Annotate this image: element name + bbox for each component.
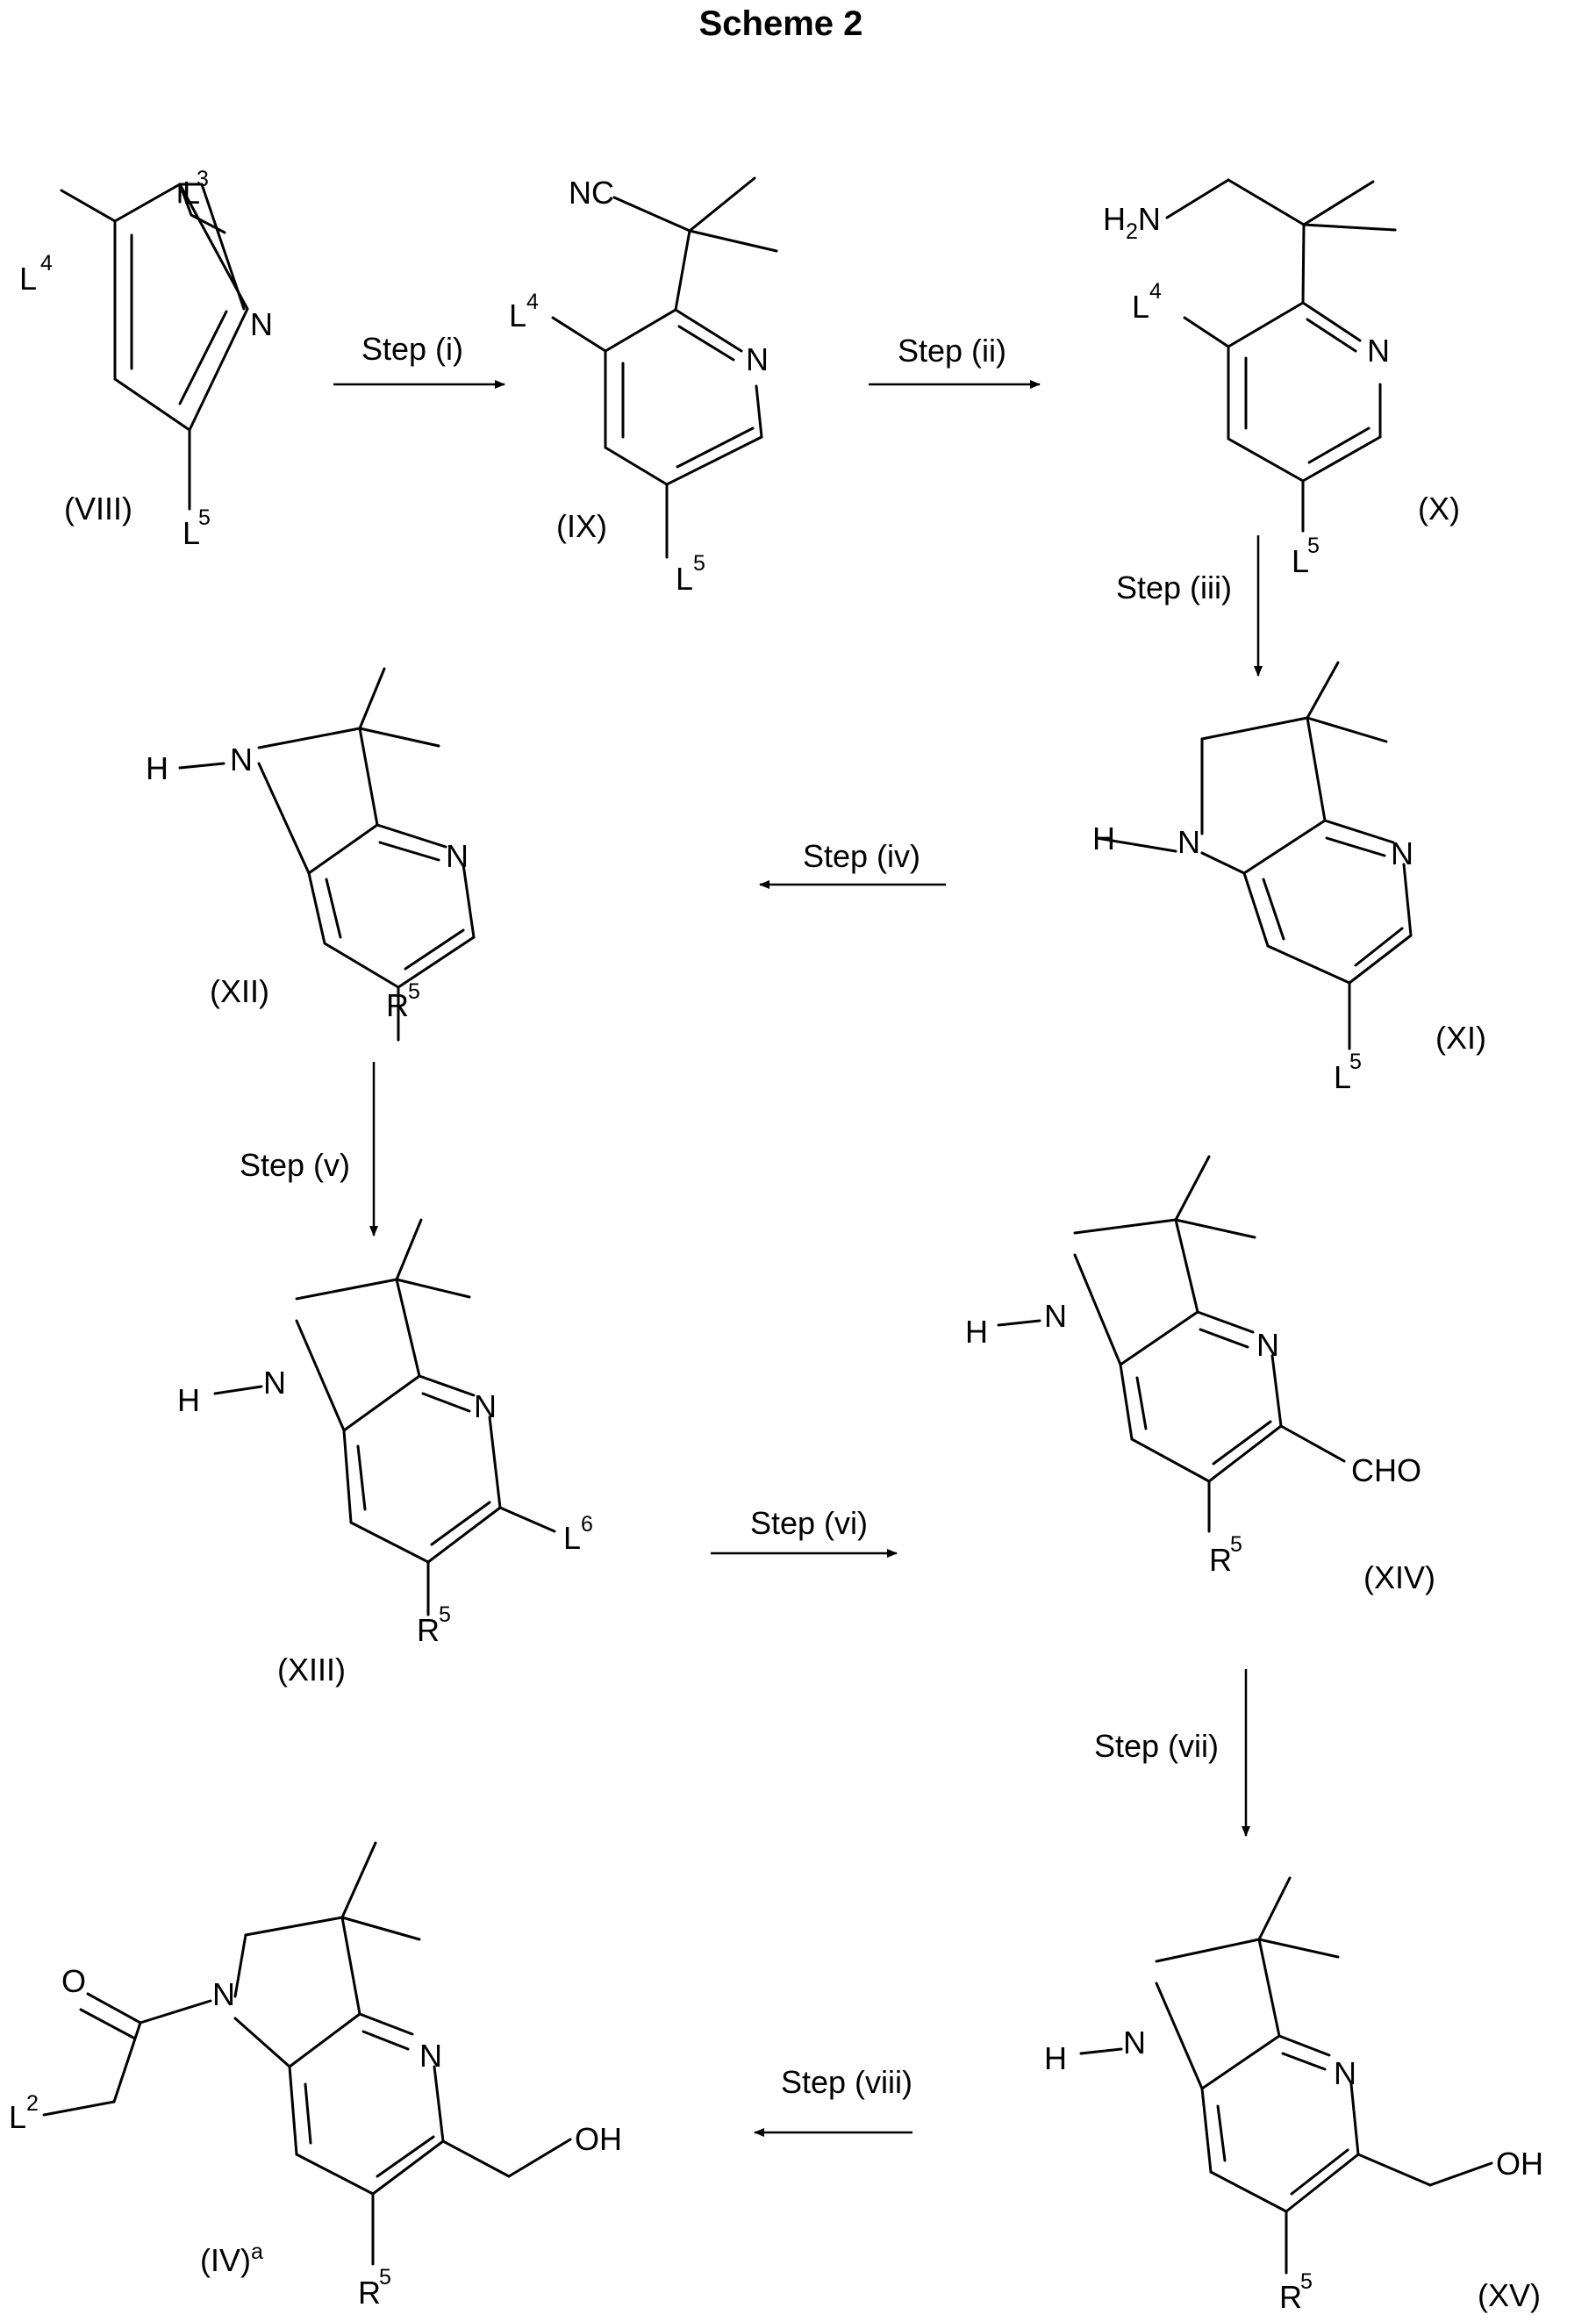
atom-H: H bbox=[177, 1382, 200, 1418]
compound-label-XIV: (XIV) bbox=[1363, 1559, 1435, 1595]
step-label-1: Step (i) bbox=[361, 331, 463, 367]
compound-label-XII: (XII) bbox=[210, 973, 269, 1009]
compound-label-IX: (IX) bbox=[556, 508, 607, 544]
compound-VIII bbox=[61, 184, 247, 509]
atom-N: N bbox=[1367, 333, 1390, 369]
subscript-5: 5 bbox=[439, 1602, 451, 1627]
atom-R5: R bbox=[358, 2275, 381, 2311]
atom-N: N bbox=[474, 1388, 497, 1424]
compound-label-IV: (IV)a bbox=[200, 2240, 263, 2278]
subscript-5: 5 bbox=[408, 979, 420, 1004]
group-CHO: CHO bbox=[1351, 1452, 1421, 1488]
atom-N: N bbox=[419, 2038, 442, 2074]
atom-L4: L bbox=[509, 297, 526, 333]
atom-H: H bbox=[1092, 821, 1115, 856]
atom-N: N bbox=[746, 341, 769, 377]
atom-N: N bbox=[1177, 824, 1200, 860]
compound-XV bbox=[1081, 1878, 1492, 2273]
atom-H: H bbox=[1044, 2040, 1067, 2076]
compound-label-VIII: (VIII) bbox=[64, 491, 132, 527]
atom-H2N: H2N bbox=[1103, 201, 1161, 244]
atom-N: N bbox=[1044, 1298, 1067, 1334]
atom-N: N bbox=[446, 838, 469, 874]
atom-R5: R bbox=[1279, 2279, 1302, 2315]
atom-R5: R bbox=[1209, 1542, 1232, 1578]
subscript-2: 2 bbox=[26, 2091, 39, 2116]
subscript-5: 5 bbox=[693, 551, 705, 576]
atom-N: N bbox=[1256, 1327, 1279, 1363]
atom-N: N bbox=[1123, 2025, 1146, 2060]
atom-L4: L bbox=[19, 261, 37, 297]
compound-XIV bbox=[998, 1157, 1344, 1531]
compound-label-X: (X) bbox=[1418, 491, 1460, 527]
atom-N: N bbox=[263, 1365, 286, 1401]
step-label-5: Step (v) bbox=[240, 1147, 350, 1183]
subscript-4: 4 bbox=[40, 251, 53, 276]
compound-label-XI: (XI) bbox=[1435, 1020, 1486, 1056]
compound-IV bbox=[44, 1843, 570, 2264]
compound-label-XIII: (XIII) bbox=[277, 1652, 346, 1688]
step-label-6: Step (vi) bbox=[750, 1505, 868, 1541]
atom-R5: R bbox=[386, 987, 409, 1023]
atom-H: H bbox=[965, 1314, 988, 1350]
atom-NC: NC bbox=[569, 175, 614, 211]
subscript-4: 4 bbox=[526, 290, 539, 314]
subscript-5: 5 bbox=[379, 2265, 391, 2290]
subscript-5: 5 bbox=[1307, 534, 1320, 558]
step-label-7: Step (vii) bbox=[1094, 1728, 1219, 1764]
group-OH: OH bbox=[575, 2121, 622, 2157]
subscript-5: 5 bbox=[1300, 2269, 1313, 2294]
atom-N: N bbox=[250, 306, 273, 342]
atom-H: H bbox=[146, 750, 168, 786]
step-label-3: Step (iii) bbox=[1116, 570, 1232, 606]
scheme-title: Scheme 2 bbox=[699, 4, 863, 43]
atom-L6: L bbox=[563, 1520, 581, 1556]
atom-N: N bbox=[212, 1976, 235, 2012]
subscript-5: 5 bbox=[1230, 1532, 1242, 1557]
atom-N: N bbox=[1391, 835, 1413, 871]
subscript-4: 4 bbox=[1149, 279, 1162, 304]
step-label-4: Step (iv) bbox=[803, 838, 920, 874]
compound-X bbox=[1167, 180, 1395, 531]
atom-O: O bbox=[61, 1963, 86, 1999]
step-label-8: Step (viii) bbox=[781, 2064, 913, 2100]
subscript-3: 3 bbox=[197, 167, 209, 191]
compound-XIII bbox=[215, 1220, 555, 1615]
compound-label-XV: (XV) bbox=[1478, 2277, 1541, 2313]
compound-XI bbox=[1097, 663, 1411, 1049]
subscript-6: 6 bbox=[581, 1512, 593, 1537]
atom-L4: L bbox=[1132, 289, 1149, 325]
atom-L2: L bbox=[9, 2099, 26, 2135]
compound-IX bbox=[553, 178, 777, 557]
subscript-5: 5 bbox=[198, 505, 211, 530]
atom-N: N bbox=[230, 742, 253, 778]
subscript-5: 5 bbox=[1349, 1050, 1362, 1074]
group-OH: OH bbox=[1496, 2146, 1543, 2182]
atom-N: N bbox=[1334, 2055, 1356, 2091]
step-label-2: Step (ii) bbox=[898, 333, 1006, 369]
atom-L5: L bbox=[676, 561, 693, 597]
atom-R5: R bbox=[417, 1612, 440, 1648]
